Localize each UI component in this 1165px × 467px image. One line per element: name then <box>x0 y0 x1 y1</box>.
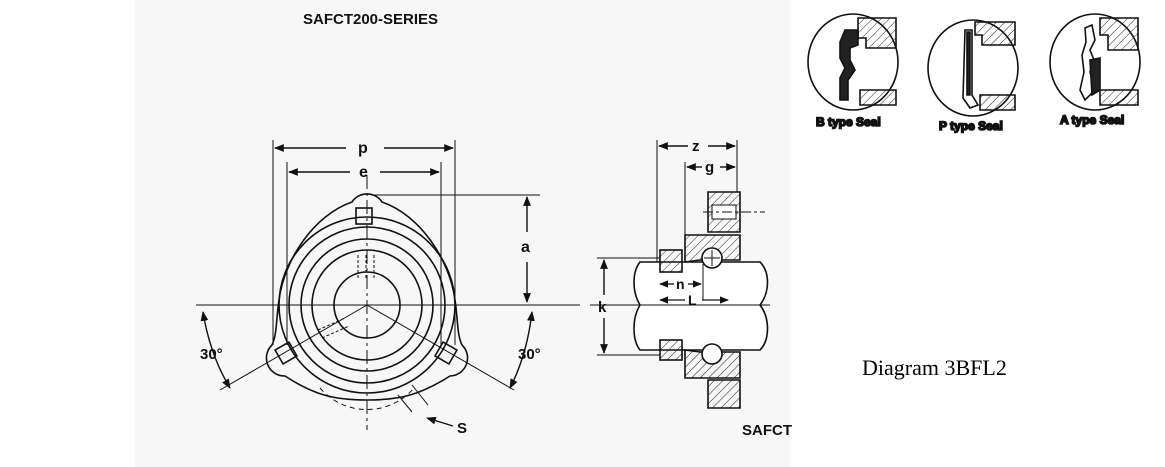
bolt-hole-left <box>273 340 299 366</box>
front-view <box>196 140 580 430</box>
seal-detail-a <box>1049 13 1141 111</box>
dim-g-label: g <box>705 159 714 176</box>
dim-p-label: p <box>358 140 368 157</box>
seal-p-label: P type Seal <box>939 119 1003 133</box>
bolt-hole-top <box>355 207 373 225</box>
locking-collar-top <box>659 249 683 273</box>
seal-detail-p <box>927 19 1019 117</box>
seal-details: B type Seal P type Seal A type Seal <box>807 13 1141 134</box>
side-view-caption: SAFCT <box>742 422 792 439</box>
dim-z-label: z <box>692 138 700 155</box>
bolt-label-s: S <box>457 420 467 437</box>
angle-right-label: 30° <box>518 346 541 363</box>
housing-ring-mid <box>288 226 446 384</box>
diagram-id: Diagram 3BFL2 <box>862 355 1007 380</box>
inner-ring <box>311 249 423 361</box>
seal-detail-b <box>807 13 899 111</box>
seal-b-label: B type Seal <box>816 115 881 129</box>
seal-a-label: A type Seal <box>1060 113 1124 127</box>
shaft <box>633 261 769 351</box>
scan-background <box>135 0 790 467</box>
dim-k-label: k <box>598 299 607 316</box>
flange-lug-bottom <box>707 379 741 409</box>
dim-L-label: L <box>688 292 697 308</box>
bolt-hole-right <box>433 340 459 366</box>
locking-collar-bottom <box>659 339 683 361</box>
series-title: SAFCT200-SERIES <box>303 11 438 28</box>
angle-left-label: 30° <box>200 346 223 363</box>
flange-outline <box>265 193 469 401</box>
dim-n-label: n <box>676 276 685 292</box>
dim-e-label: e <box>359 164 368 181</box>
side-view <box>590 140 770 409</box>
bearing-ball-bottom <box>701 343 723 365</box>
bore-circle <box>333 271 401 339</box>
bearing-ring <box>300 238 434 372</box>
dim-a-label: a <box>521 239 530 256</box>
